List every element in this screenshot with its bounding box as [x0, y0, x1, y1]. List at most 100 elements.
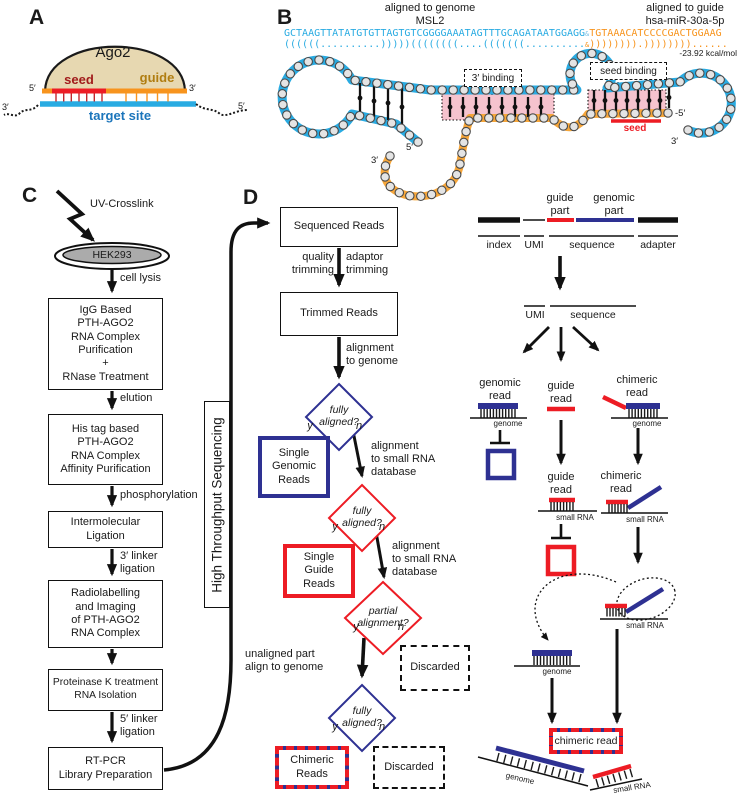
partial-alignment-q3: partial alignment? — [357, 605, 409, 630]
genome-label-col3: genome — [632, 419, 662, 428]
q2-yes: y — [332, 521, 338, 533]
genomic-part-label: genomic part — [593, 192, 635, 217]
mirna-name: hsa-miR-30a-5p — [645, 15, 725, 27]
umi-label: UMI — [524, 239, 544, 251]
elution-label: elution — [120, 392, 153, 404]
panel-c-label: C — [22, 184, 38, 207]
ago2-cartoon — [3, 45, 248, 117]
guide-5prime-label: -5′ — [675, 108, 686, 119]
sequence-line: GCTAAGTTATATGTGTTAGTGTCGGGGAAATAGTTTGCAG… — [284, 28, 722, 40]
decision-diamonds — [304, 382, 423, 753]
alignment-ticks — [55, 93, 658, 788]
panel-b-label: B — [277, 6, 293, 29]
3prime-binding-text: 3′ binding — [471, 72, 515, 84]
proteinase-k-step: Proteinase K treatment RNA Isolation — [48, 669, 163, 711]
trimmed-reads-box: Trimmed Reads — [280, 292, 398, 336]
adaptor-trimming-label: adaptor trimming — [346, 251, 389, 276]
fully-aligned-q4: fully aligned? — [342, 705, 382, 730]
chimeric-reads-box: Chimeric Reads — [275, 746, 349, 789]
guide-3prime-label: 3′ — [371, 155, 379, 166]
guide-read-label-2: guide read — [547, 471, 575, 496]
dotbracket-guide: )))))))).))))))))...... — [589, 39, 728, 50]
guide-label: guide — [139, 70, 175, 85]
alignment-small-rna-label-2: alignment to small RNA database — [392, 540, 457, 578]
target-5prime: 5′ — [238, 101, 245, 111]
q4-yes: y — [332, 721, 338, 733]
target-site-label: target site — [88, 108, 152, 123]
dotbracket-separator: & — [585, 41, 590, 49]
index-label: index — [486, 239, 512, 251]
guide-read-label: guide read — [547, 380, 575, 405]
target-5prime-label: 5′ — [406, 142, 414, 153]
sequence-label-2: sequence — [570, 309, 616, 321]
chimeric-read-result-box: chimeric read — [549, 728, 623, 754]
q1-no: n — [355, 420, 363, 432]
small-rna-label-ellipse: small RNA — [626, 621, 664, 630]
free-energy-label: -23.92 kcal/mol — [679, 48, 737, 58]
umi-label-2: UMI — [525, 309, 545, 321]
q3-yes: y — [353, 621, 359, 633]
radiolabelling-step: Radiolabelling and Imaging of PTH-AGO2 R… — [48, 580, 163, 648]
genomic-read-label: genomic read — [479, 377, 521, 402]
panel-d-label: D — [243, 186, 259, 209]
adapter-label: adapter — [640, 239, 676, 251]
sequence-genome: GCTAAGTTATATGTGTTAGTGTCGGGGAAATAGTTTGCAG… — [284, 28, 586, 39]
hek293-label: HEK293 — [92, 249, 132, 261]
small-rna-label-col2: small RNA — [556, 513, 594, 522]
genome-label-col1: genome — [493, 419, 523, 428]
nucleotide-beads — [277, 48, 736, 202]
pipeline-arrows — [333, 248, 388, 679]
sequence-guide: TGTAAACATCCCCGACTGGAAG — [589, 28, 722, 39]
sequence-label: sequence — [569, 239, 615, 251]
read-diagrams — [470, 217, 678, 791]
q4-no: n — [378, 721, 386, 733]
seed-binding-label: seed binding — [590, 62, 667, 80]
unaligned-part-label: unaligned part align to genome — [245, 648, 324, 673]
fully-aligned-q1: fully aligned? — [319, 404, 359, 429]
genome-gene-name: MSL2 — [415, 15, 445, 27]
high-throughput-sequencing-text: High Throughput Sequencing — [209, 416, 225, 593]
single-guide-reads-box: Single Guide Reads — [283, 544, 355, 598]
chimeric-read-label-2: chimeric read — [600, 470, 642, 495]
alignment-small-rna-label-1: alignment to small RNA database — [371, 440, 436, 478]
aligned-to-guide-title: aligned to guide — [646, 2, 724, 14]
dotbracket-line: ((((((..........)))))((((((((....(((((((… — [284, 39, 728, 51]
3prime-linker-label: 3′ linker ligation — [120, 550, 158, 575]
quality-trimming-label: quality trimming — [291, 251, 334, 276]
aligned-to-genome-title: aligned to genome — [384, 2, 476, 14]
target-3prime: 3′ — [2, 102, 9, 112]
his-tag-purification-step: His tag based PTH-AGO2 RNA Complex Affin… — [48, 414, 163, 485]
guide-5prime: 5′ — [29, 83, 36, 93]
q2-no: n — [378, 521, 386, 533]
wetlab-arrows — [54, 189, 271, 772]
sequenced-reads-box: Sequenced Reads — [280, 207, 398, 247]
small-rna-label-col3: small RNA — [626, 515, 664, 524]
high-throughput-sequencing-box: High Throughput Sequencing — [204, 401, 230, 608]
q3-no: n — [397, 621, 405, 633]
discarded-box-1: Discarded — [400, 645, 470, 691]
target-3prime-label: 3′ — [671, 136, 679, 147]
discarded-box-2: Discarded — [373, 746, 445, 789]
alignment-to-genome-label: alignment to genome — [346, 342, 398, 367]
sequence-separator: & — [585, 30, 590, 38]
cell-lysis-label: cell lysis — [120, 272, 161, 284]
5prime-linker-label: 5′ linker ligation — [120, 713, 158, 738]
guide-part-label: guide part — [546, 192, 574, 217]
single-genomic-reads-box: Single Genomic Reads — [258, 436, 330, 498]
igg-purification-step: IgG Based PTH-AGO2 RNA Complex Purificat… — [48, 298, 163, 390]
3prime-binding-label: 3′ binding — [464, 69, 522, 87]
uv-crosslink-label: UV-Crosslink — [90, 198, 154, 210]
q1-yes: y — [307, 420, 313, 432]
rt-pcr-step: RT-PCR Library Preparation — [48, 747, 163, 790]
intermolecular-ligation-step: Intermolecular Ligation — [48, 511, 163, 548]
chimeric-read-label: chimeric read — [616, 374, 658, 399]
seed-binding-text: seed binding — [600, 65, 657, 77]
fully-aligned-q2: fully aligned? — [342, 505, 382, 530]
genome-label-mid: genome — [542, 667, 572, 676]
ago2-protein-label: Ago2 — [95, 44, 131, 61]
guide-3prime: 3′ — [189, 83, 196, 93]
seed-label: seed — [64, 72, 94, 87]
phosphorylation-label: phosphorylation — [120, 489, 198, 501]
